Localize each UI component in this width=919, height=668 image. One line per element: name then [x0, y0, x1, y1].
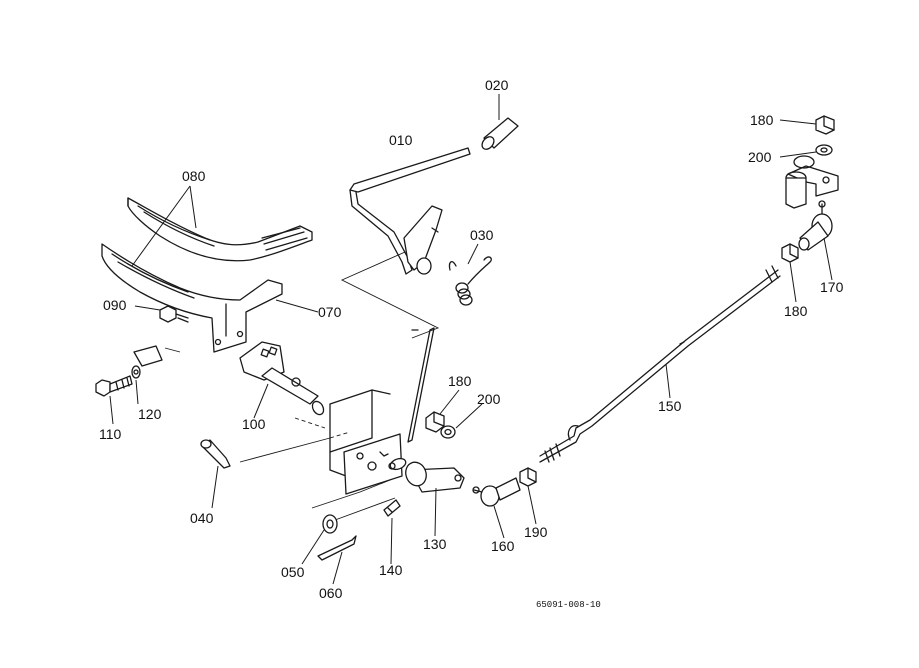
grip-part-020	[481, 117, 519, 150]
label-010: 010	[389, 132, 413, 148]
nut-part-180-right	[781, 243, 799, 263]
drawing-reference-code: 65091-008-10	[536, 600, 601, 610]
ball-joint-part-170	[798, 200, 833, 251]
label-050: 050	[281, 564, 305, 580]
label-180-top: 180	[750, 112, 774, 128]
label-070: 070	[318, 304, 342, 320]
lever-part-010	[349, 147, 471, 275]
brake-pedal-part-080	[127, 197, 313, 262]
label-180-middle: 180	[448, 373, 472, 389]
washer-part-200-top	[815, 144, 833, 156]
washer-part-200-middle	[440, 425, 456, 439]
nut-part-090	[159, 305, 189, 323]
washer-part-120	[131, 345, 163, 379]
label-080: 080	[182, 168, 206, 184]
label-110: 110	[99, 426, 122, 442]
upper-bracket	[785, 155, 839, 209]
label-120: 120	[138, 406, 162, 422]
spring-part-030	[448, 256, 492, 306]
label-170: 170	[820, 279, 844, 295]
arm-part-130	[405, 461, 465, 493]
nut-part-180-top	[815, 115, 835, 135]
label-180-right: 180	[784, 303, 808, 319]
control-rod-vertical	[388, 327, 435, 471]
clutch-pedal-part-070	[101, 243, 283, 353]
label-130: 130	[423, 536, 447, 552]
label-160: 160	[491, 538, 515, 554]
pedal-shaft-part-100	[239, 341, 325, 416]
nut-part-180-middle	[425, 411, 445, 433]
label-020: 020	[485, 77, 509, 93]
callout-leaders	[109, 94, 833, 585]
roll-pin-part-140	[383, 499, 401, 517]
label-150: 150	[658, 398, 682, 414]
rod-part-150	[539, 265, 781, 463]
assembly-guide-lines	[164, 251, 440, 521]
washer-part-050	[322, 514, 338, 534]
ball-joint-part-160	[472, 477, 521, 507]
label-030: 030	[470, 227, 494, 243]
label-190: 190	[524, 524, 548, 540]
callout-labels: 010 020 030 040 050 060 070 080 090 100 …	[99, 77, 844, 610]
label-200-middle: 200	[477, 391, 501, 407]
label-100: 100	[242, 416, 266, 432]
label-040: 040	[190, 510, 214, 526]
pin-part-040	[200, 439, 231, 469]
label-060: 060	[319, 585, 343, 601]
label-200-top: 200	[748, 149, 772, 165]
nut-part-190	[519, 467, 537, 487]
label-140: 140	[379, 562, 403, 578]
label-090: 090	[103, 297, 127, 313]
pivot-bracket	[329, 389, 403, 495]
bolt-part-110	[95, 375, 133, 397]
cotter-pin-part-060	[317, 535, 357, 561]
